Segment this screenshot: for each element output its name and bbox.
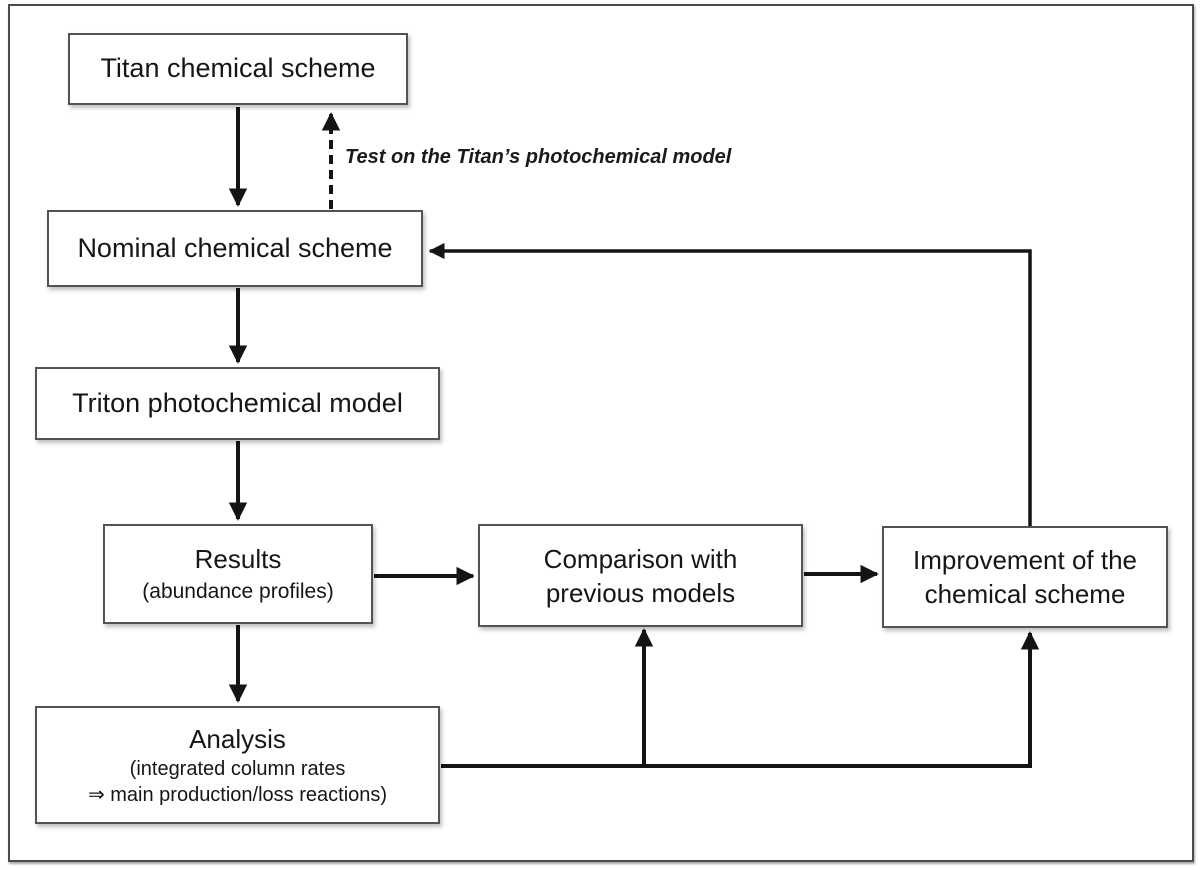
dashed-edge-label: Test on the Titan’s photochemical model: [345, 146, 732, 168]
node-label: Nominal chemical scheme: [77, 232, 393, 263]
node-analysis: Analysis (integrated column rates ⇒ main…: [35, 706, 440, 824]
node-label-line1: Improvement of the: [913, 545, 1137, 575]
node-label: Analysis: [189, 723, 286, 754]
node-sublabel-line2: ⇒ main production/loss reactions): [87, 784, 388, 806]
node-label-line2: chemical scheme: [924, 579, 1126, 609]
node-sublabel: (abundance profiles): [142, 580, 334, 604]
node-label-line1: Comparison with: [543, 543, 738, 574]
node-label: Titan chemical scheme: [100, 53, 376, 84]
node-improvement-of-chemical-scheme: Improvement of the chemical scheme: [882, 526, 1168, 628]
outer-frame: [8, 4, 1194, 862]
arrow-improvement-to-nominal: [428, 242, 1032, 526]
node-triton-photochemical-model: Triton photochemical model: [35, 367, 440, 440]
node-nominal-chemical-scheme: Nominal chemical scheme: [47, 210, 423, 287]
node-results: Results (abundance profiles): [103, 524, 373, 624]
node-label: Triton photochemical model: [72, 387, 403, 418]
node-label: Results: [194, 544, 282, 575]
node-comparison-with-previous-models: Comparison with previous models: [478, 524, 803, 627]
node-label-line2: previous models: [545, 577, 736, 608]
node-titan-chemical-scheme: Titan chemical scheme: [68, 33, 408, 105]
node-sublabel-line1: (integrated column rates: [129, 757, 346, 780]
arrow-analysis-to-improvement: [441, 631, 1040, 768]
